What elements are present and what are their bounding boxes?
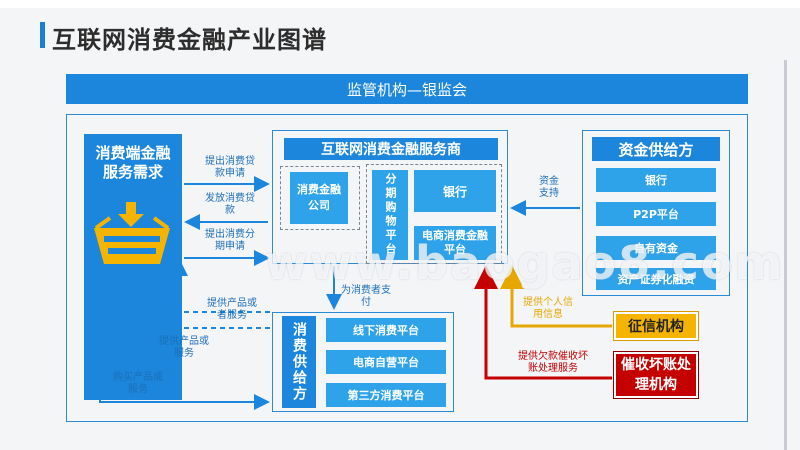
bank-box: 银行 bbox=[414, 170, 496, 212]
label-provide-goods: 提供产品或服务 bbox=[159, 336, 209, 359]
label-buy: 购买产品或服务 bbox=[113, 372, 163, 395]
label-loan-issue: 发放消费贷款 bbox=[205, 193, 255, 216]
supply-title: 消费供给方 bbox=[291, 322, 307, 402]
page-title: 互联网消费金融产业图谱 bbox=[52, 25, 327, 54]
installment-label: 分期购物平台 bbox=[384, 173, 397, 257]
label-personal-credit: 提供个人信用信息 bbox=[523, 297, 573, 320]
unused-path bbox=[152, 290, 180, 298]
top-stripe bbox=[0, 0, 800, 8]
arrow-credit-info bbox=[500, 265, 612, 328]
collection-agency-box: 催收坏账处理机构 bbox=[614, 352, 698, 398]
funding-item-securitization: 资产证券化融资 bbox=[596, 268, 716, 290]
title-accent-bar bbox=[40, 22, 45, 48]
ecommerce-box: 电商消费金融平台 bbox=[414, 226, 496, 260]
label-overdue: 提供欠款催收坏账处理服务 bbox=[518, 351, 588, 374]
demand-box: 消费端金融服务需求 bbox=[84, 134, 182, 400]
arrow-buy bbox=[99, 394, 270, 410]
watermark: www.baogao8.com bbox=[265, 236, 785, 290]
funding-item-p2p: P2P平台 bbox=[596, 202, 716, 226]
credit-agency-box: 征信机构 bbox=[614, 312, 698, 340]
label-provide-goods-services: 提供产品或者服务 bbox=[207, 298, 257, 321]
installment-frame bbox=[366, 164, 502, 264]
supply-item-third-party: 第三方消费平台 bbox=[326, 383, 446, 407]
funding-frame bbox=[582, 130, 730, 296]
diagram-frame bbox=[66, 114, 748, 422]
shopping-basket-icon bbox=[94, 202, 170, 264]
label-fund-support: 资金支持 bbox=[539, 176, 559, 199]
label-loan-apply: 提出消费贷款申请 bbox=[205, 156, 255, 179]
installment-box: 分期购物平台 bbox=[372, 170, 408, 260]
funding-item-own-funds: 自有资金 bbox=[596, 236, 716, 260]
funding-title: 资金供给方 bbox=[592, 137, 720, 161]
supply-item-offline: 线下消费平台 bbox=[326, 318, 446, 342]
arrow-collection bbox=[474, 265, 612, 380]
label-installment-apply: 提出消费分期申请 bbox=[205, 229, 255, 252]
label-pay: 为消费者支付 bbox=[341, 285, 391, 308]
supply-frame bbox=[272, 312, 454, 412]
supply-item-ecommerce: 电商自营平台 bbox=[326, 350, 446, 374]
center-title: 互联网消费金融服务商 bbox=[284, 138, 498, 160]
arrow-provide-goods bbox=[118, 276, 270, 329]
consumer-finance-frame bbox=[280, 166, 360, 230]
demand-title: 消费端金融服务需求 bbox=[95, 144, 171, 181]
supply-title-box: 消费供给方 bbox=[282, 316, 316, 408]
arrow-provide-goods-services bbox=[142, 276, 270, 313]
funding-item-bank: 银行 bbox=[596, 168, 716, 192]
consumer-finance-box: 消费金融公司 bbox=[290, 172, 348, 224]
regulator-bar: 监管机构—银监会 bbox=[66, 74, 748, 104]
right-divider bbox=[784, 60, 787, 450]
